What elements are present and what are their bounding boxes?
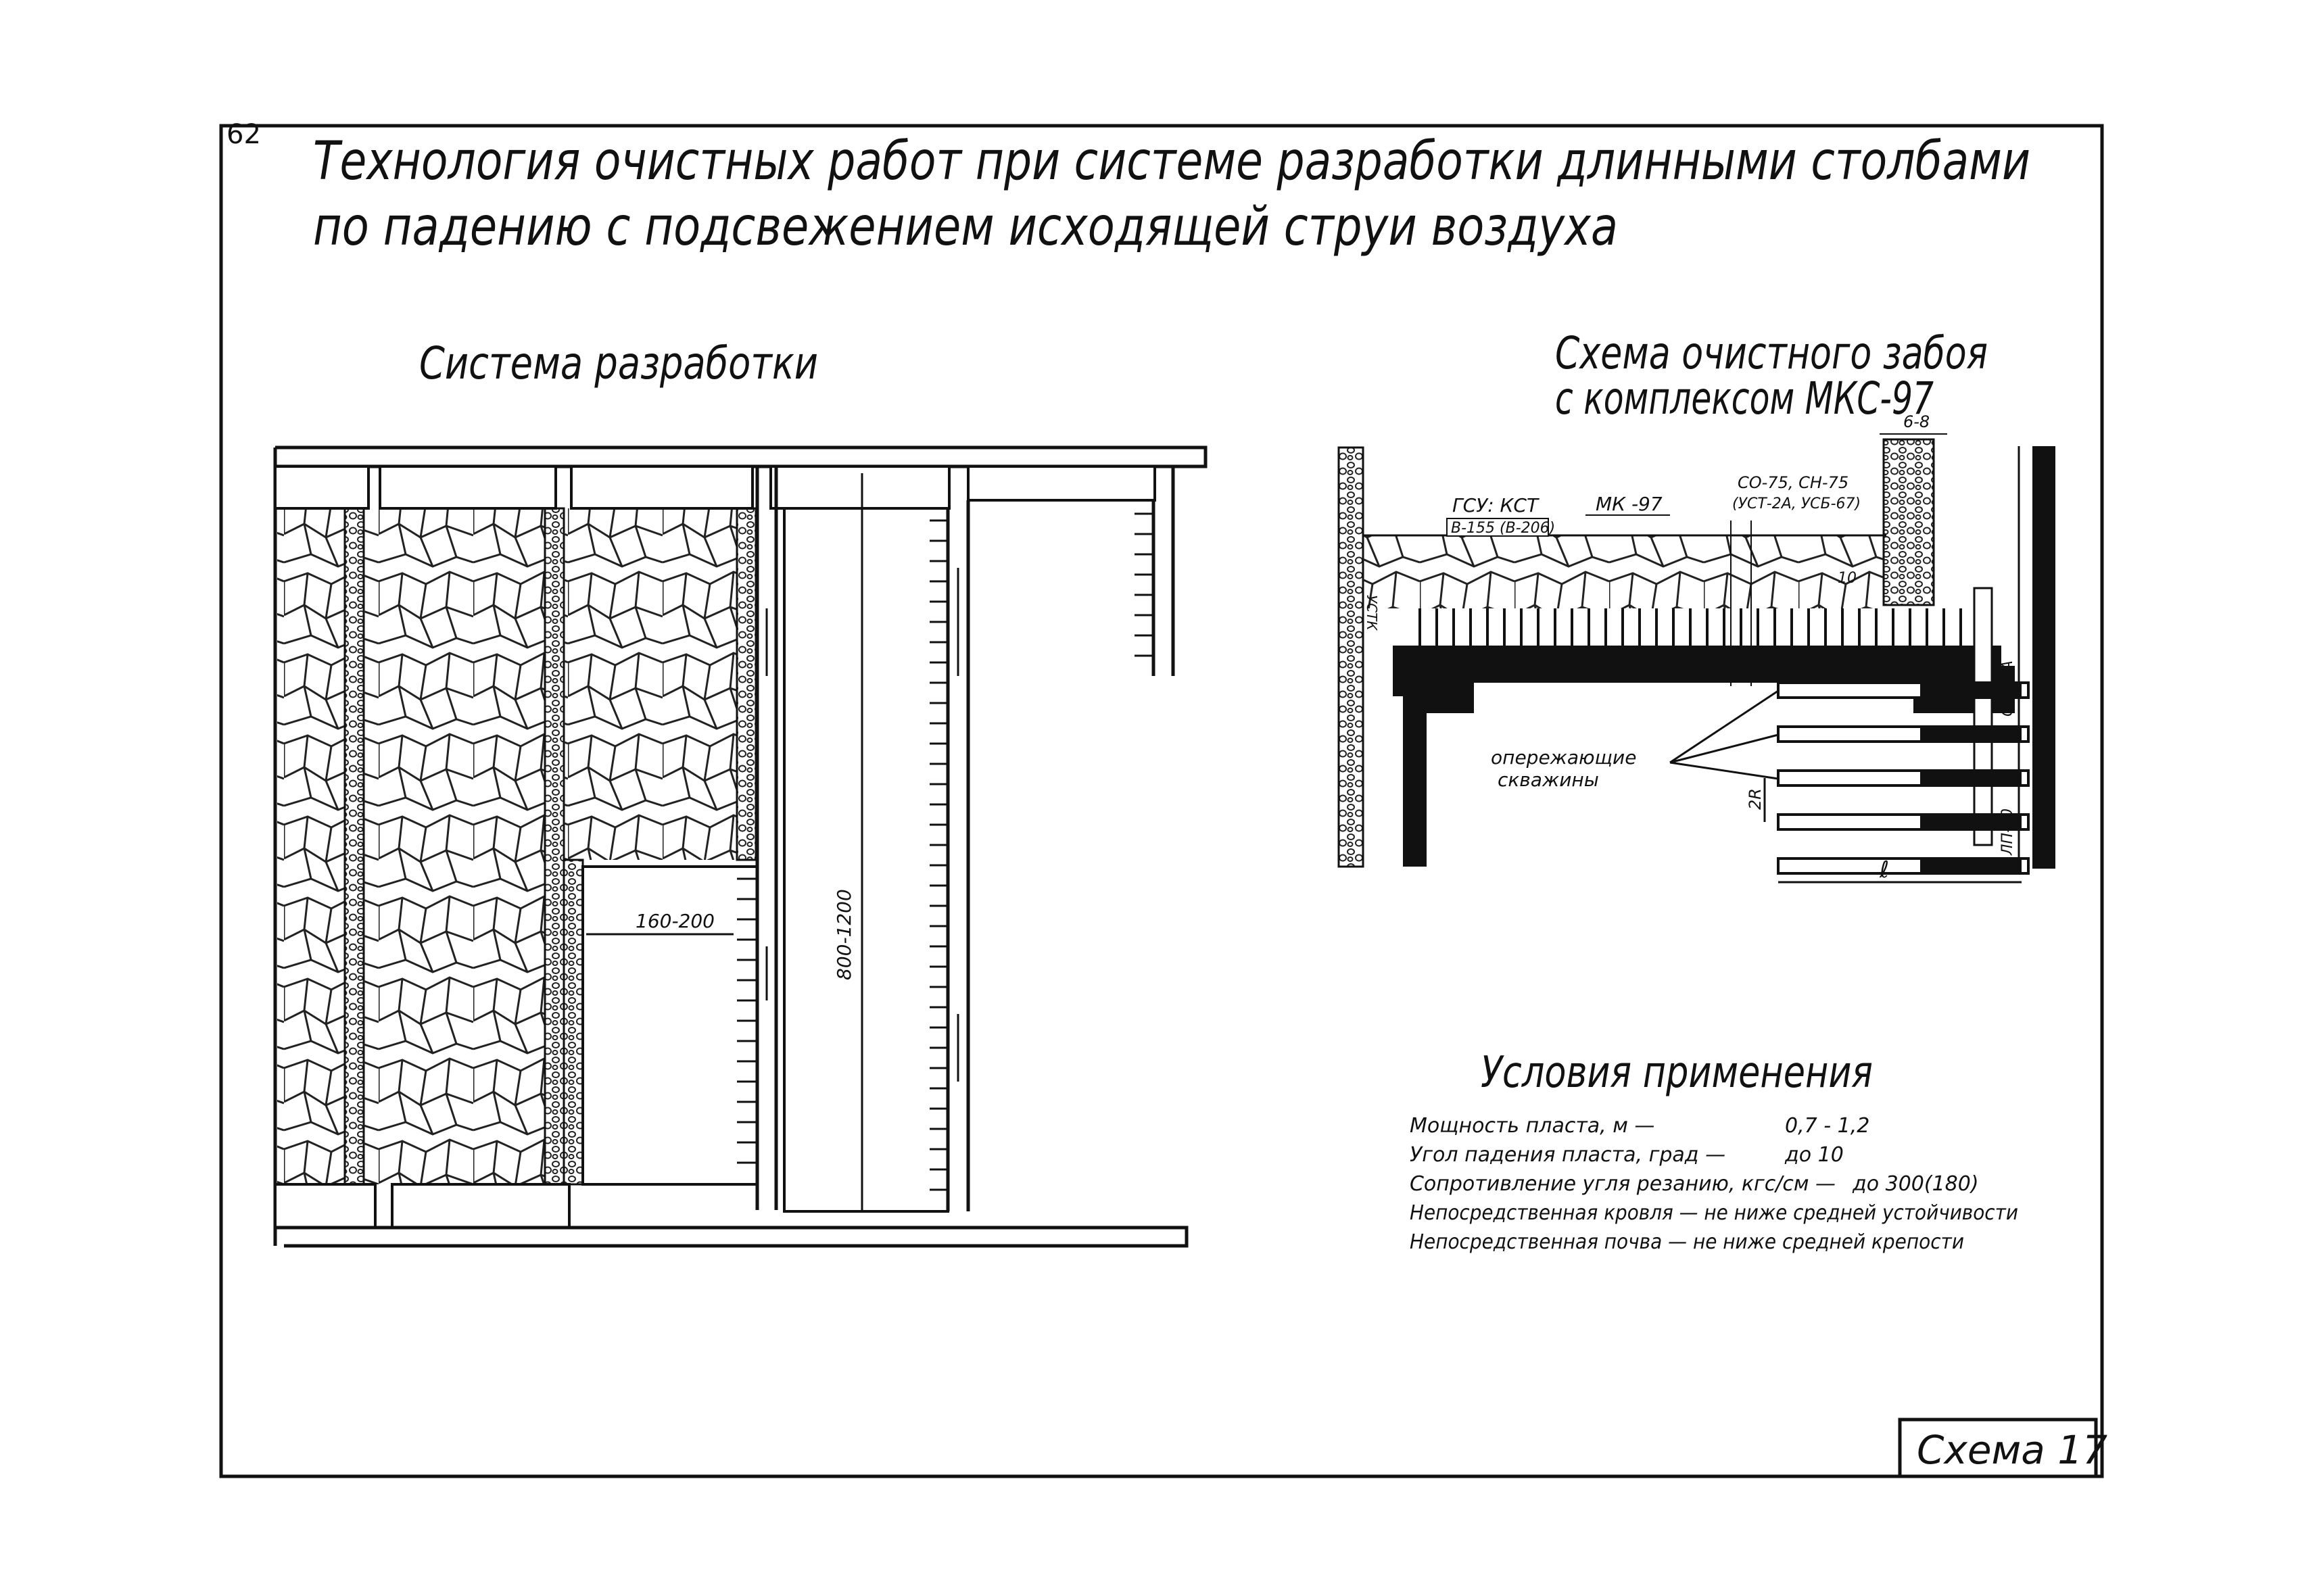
label-l: ℓ bbox=[1879, 856, 1889, 884]
condition-label-dip: Угол падения пласта, град — bbox=[1410, 1143, 1725, 1167]
label-combine: СО-75, СН-75 bbox=[1738, 473, 1848, 492]
panel-width-label: 160-200 bbox=[636, 910, 715, 932]
scheme-number-box bbox=[1898, 1418, 2098, 1478]
panel-length-label: 800-1200 bbox=[833, 889, 855, 980]
label-13: 13 bbox=[1403, 650, 1422, 667]
face-scheme-heading-line1: Схема очистного забоя bbox=[1555, 327, 1988, 379]
condition-roof: Непосредственная кровля — не ниже средне… bbox=[1410, 1201, 2018, 1225]
condition-label-cutting: Сопротивление угля резанию, кгс/см — bbox=[1410, 1172, 1836, 1196]
face-scheme: Схема очистного забоя с комплексом МКС-9… bbox=[1337, 327, 2055, 884]
application-conditions: Условия применения Мощность пласта, м — … bbox=[1410, 1048, 2018, 1254]
page-number: 62 bbox=[226, 119, 261, 150]
development-system-plan: Система разработки bbox=[273, 337, 1208, 1248]
condition-label-thickness: Мощность пласта, м — bbox=[1410, 1114, 1654, 1138]
label-combine-alt: (УСТ-2А, УСБ-67) bbox=[1732, 495, 1861, 512]
conditions-heading: Условия применения bbox=[1481, 1048, 1873, 1098]
condition-value-dip: до 10 bbox=[1784, 1143, 1844, 1167]
sheet-frame bbox=[219, 124, 2104, 1478]
label-2r: 2R bbox=[1746, 788, 1765, 810]
page-title-line1: Технология очистных работ при системе ра… bbox=[313, 131, 2030, 192]
label-top-dim: 6-8 bbox=[1903, 412, 1930, 431]
page-title-line2: по падению с подсвежением исходящей стру… bbox=[313, 197, 1618, 258]
plan-heading: Система разработки bbox=[419, 337, 818, 389]
label-boreholes-1: опережающие bbox=[1491, 746, 1636, 769]
label-side-lower: ЛП-80 bbox=[1999, 808, 2016, 856]
condition-value-cutting: до 300(180) bbox=[1852, 1172, 1979, 1196]
scheme-number: Схема 17 bbox=[1917, 1427, 2107, 1473]
face-scheme-heading-line2: с комплексом МКС-97 bbox=[1555, 372, 1934, 425]
label-side-upper: СП-70А bbox=[1999, 660, 2016, 717]
label-gsu: ГСУ: КСТ bbox=[1452, 494, 1540, 516]
label-complex: МК -97 bbox=[1596, 493, 1663, 515]
label-ustk: УСТК bbox=[1364, 595, 1380, 631]
label-conveyor: В-155 (В-206) bbox=[1451, 520, 1555, 537]
label-3: 3 bbox=[1964, 650, 1974, 667]
condition-value-thickness: 0,7 - 1,2 bbox=[1785, 1114, 1869, 1138]
label-10: 10 bbox=[1838, 570, 1857, 587]
condition-floor: Непосредственная почва — не ниже средней… bbox=[1410, 1230, 1964, 1254]
label-boreholes-2: скважины bbox=[1498, 769, 1599, 791]
